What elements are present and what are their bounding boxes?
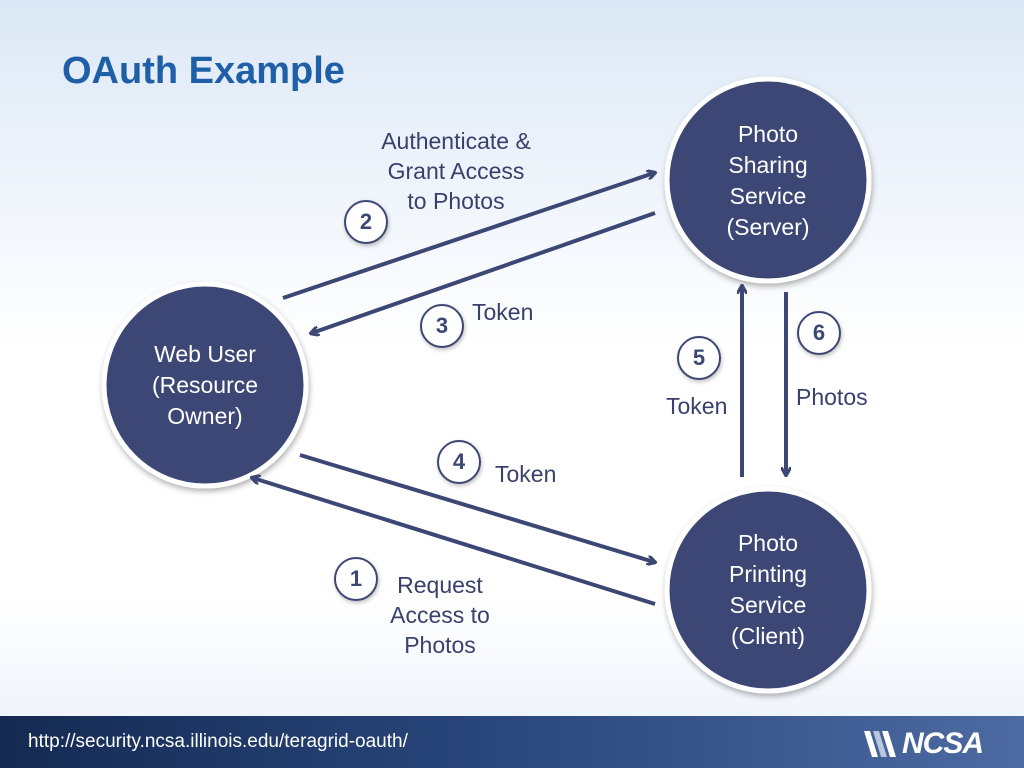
photo-printing-node: [664, 486, 872, 694]
step-badge-6: 6: [797, 311, 841, 355]
request-access-label: Request Access to Photos: [390, 572, 490, 658]
arrow-step-3: [312, 211, 656, 333]
token-label-5: Token: [666, 393, 728, 419]
photo-printing-label: Photo Printing Service (Client): [729, 530, 807, 649]
ncsa-logo-mark-icon: [864, 731, 896, 757]
web-user-label: Web User (Resource Owner): [151, 341, 259, 429]
step-badge-1: 1: [334, 557, 378, 601]
slide-title: OAuth Example: [62, 50, 345, 92]
footer-url[interactable]: http://security.ncsa.illinois.edu/teragr…: [28, 731, 408, 752]
token-label-3: Token: [472, 299, 534, 325]
oauth-diagram: [101, 76, 872, 694]
authenticate-label: Authenticate & Grant Access to Photos: [381, 128, 531, 214]
web-user-node: [101, 281, 309, 489]
photos-label-6: Photos: [796, 384, 868, 410]
photo-sharing-label: Photo Sharing Service (Server): [726, 121, 810, 240]
step-badge-2: 2: [344, 200, 388, 244]
arrow-step-1: [253, 478, 656, 606]
ncsa-logo: NCSA: [864, 727, 984, 760]
footer-bar: http://security.ncsa.illinois.edu/teragr…: [0, 716, 1024, 768]
step-badge-4: 4: [437, 440, 481, 484]
step-badge-3: 3: [420, 304, 464, 348]
arrow-step-2: [282, 173, 654, 300]
step-badge-5: 5: [677, 336, 721, 380]
ncsa-logo-text: NCSA: [902, 727, 984, 760]
token-label-4: Token: [495, 461, 557, 487]
photo-sharing-node: [664, 76, 872, 284]
arrow-step-4: [299, 453, 654, 562]
